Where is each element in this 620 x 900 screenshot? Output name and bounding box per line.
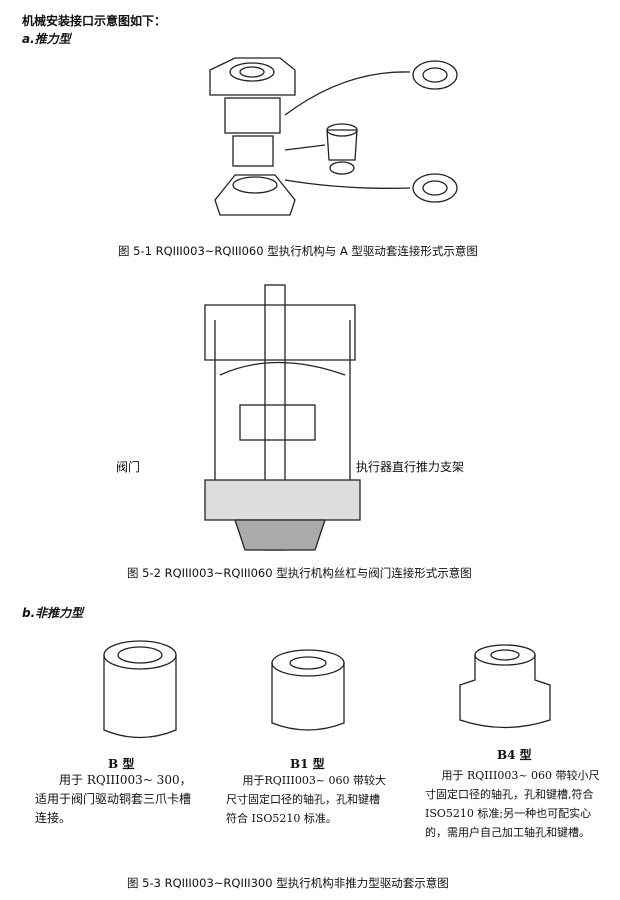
type-b-name: B 型 bbox=[108, 757, 135, 771]
type-b4-name: B4 型 bbox=[497, 748, 532, 762]
valve-label: 阀门 bbox=[116, 460, 141, 474]
fig3-caption: 图 5-3 RQIII003~RQIII300 型执行机构非推力型驱动套示意图 bbox=[127, 876, 449, 890]
section-b-title: b.非推力型 bbox=[22, 606, 84, 620]
type-b4-drawing bbox=[459, 644, 551, 729]
type-b1-name: B1 型 bbox=[290, 757, 325, 771]
type-b1-drawing bbox=[271, 649, 345, 731]
type-b4-desc: 用于 RQIII003~ 060 带较小尺寸固定口径的轴孔，孔和键槽,符合 IS… bbox=[425, 769, 600, 839]
fig2-caption: 图 5-2 RQIII003~RQIII060 型执行机构丝杠与阀门连接形式示意… bbox=[127, 566, 472, 580]
heading: 机械安装接口示意图如下： bbox=[22, 14, 167, 28]
fig2-drawing bbox=[204, 284, 361, 551]
fig1-caption: 图 5-1 RQIII003~RQIII060 型执行机构与 A 型驱动套连接形… bbox=[118, 244, 478, 258]
section-a-title: a.推力型 bbox=[22, 32, 71, 46]
type-b-drawing bbox=[103, 640, 177, 739]
type-b1-desc: 用于RQIII003~ 060 带较大尺寸固定口径的轴孔，孔和键槽符合 ISO5… bbox=[226, 774, 387, 825]
fig1-drawing bbox=[209, 57, 458, 216]
bracket-label: 执行器直行推力支架 bbox=[356, 460, 465, 474]
type-b-desc: 用于 RQIII003~ 300，适用于阀门驱动铜套三爪卡槽连接。 bbox=[35, 773, 192, 825]
